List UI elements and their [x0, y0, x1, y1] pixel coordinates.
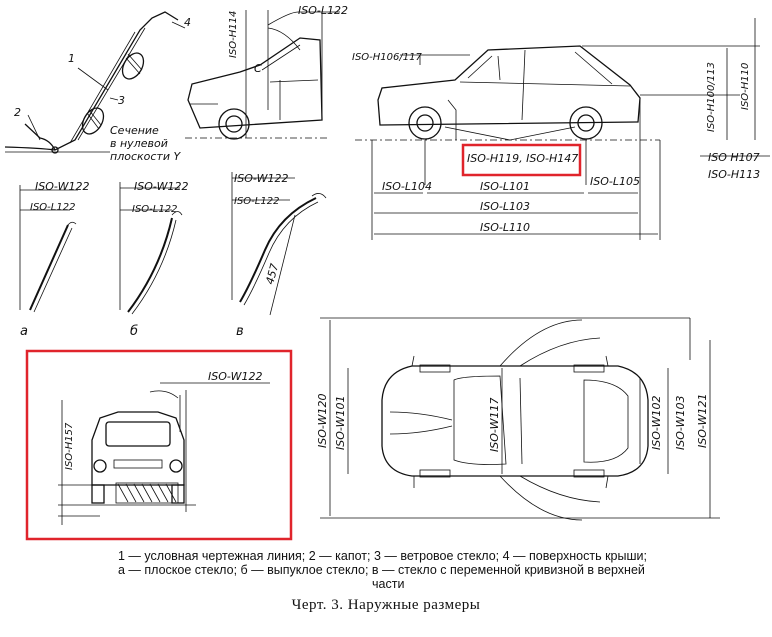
section-view: 1 2 3 4 Сечение в нулевой плоскости Y — [4, 11, 191, 163]
top-w101-label: ISO-W101 — [334, 395, 347, 450]
front-h157-label: ISO-H157 — [64, 422, 75, 470]
glass-a-letter: а — [20, 324, 28, 339]
top-w103-label: ISO-W103 — [674, 395, 687, 450]
side-l105-label: ISO-L105 — [590, 175, 640, 188]
section-label-3: 3 — [118, 94, 125, 107]
side-view: ISO-H106/117 ISO-H100/113 ISO-H110 ISO H… — [352, 18, 770, 240]
section-label-4: 4 — [184, 16, 191, 29]
highlight-h119-h147 — [461, 143, 582, 177]
glass-view-v: ISO-W122 ISO-L122 457 в — [231, 172, 327, 339]
side-l103-label: ISO-L103 — [480, 200, 530, 213]
hood-point-c-label: C — [254, 62, 262, 75]
legend-line-2: а — плоское стекло; б — выпуклое стекло;… — [118, 563, 645, 577]
side-l101-label: ISO-L101 — [480, 180, 530, 193]
glass-v-w122-label: ISO-W122 — [234, 172, 289, 185]
glass-a-l122-label: ISO-L122 — [30, 202, 75, 213]
section-caption-line-3: плоскости Y — [110, 150, 181, 163]
side-l104-label: ISO-L104 — [382, 180, 432, 193]
top-w120-label: ISO-W120 — [316, 393, 329, 448]
glass-b-letter: б — [130, 324, 138, 339]
front-w122-label: ISO-W122 — [208, 370, 263, 383]
top-w117-label: ISO-W117 — [488, 397, 501, 452]
side-h110-label: ISO-H110 — [740, 63, 751, 110]
glass-view-a: ISO-W122 ISO-L122 а — [19, 180, 90, 339]
glass-v-letter: в — [236, 324, 244, 339]
glass-b-l122-label: ISO-L122 — [132, 204, 177, 215]
figure-title: Черт. 3. Наружные размеры — [291, 597, 481, 613]
side-h119-h147-label: ISO-H119, ISO-H147 — [467, 152, 578, 165]
side-h100-113-label: ISO-H100/113 — [706, 62, 717, 132]
front-view: ISO-H157 ISO-W122 — [25, 349, 293, 541]
section-caption-line-2: в нулевой — [110, 137, 168, 150]
hood-l122-label: ISO-L122 — [298, 4, 348, 17]
legend-line-3: части — [372, 577, 405, 591]
hood-h114-label: ISO-H114 — [228, 11, 239, 58]
hood-view: ISO-H114 ISO-L122 C — [185, 4, 348, 140]
glass-view-b: ISO-W122 ISO-L122 б — [119, 180, 189, 339]
section-label-2: 2 — [14, 106, 21, 119]
side-h113-label: ISO-H113 — [708, 168, 760, 181]
side-h106-117-label: ISO-H106/117 — [352, 52, 422, 63]
top-w102-label: ISO-W102 — [650, 395, 663, 450]
glass-b-w122-label: ISO-W122 — [134, 180, 189, 193]
glass-v-457-label: 457 — [263, 262, 281, 286]
side-l110-label: ISO-L110 — [480, 221, 530, 234]
section-label-1: 1 — [68, 52, 75, 65]
section-caption-line-1: Сечение — [110, 124, 159, 137]
top-view: ISO-W120 ISO-W101 ISO-W117 ISO-W102 ISO-… — [316, 317, 720, 521]
legend-line-1: 1 — условная чертежная линия; 2 — капот;… — [118, 549, 647, 563]
glass-v-l122-label: ISO-L122 — [234, 196, 279, 207]
side-h107-label: ISO H107 — [708, 151, 760, 164]
top-w121-label: ISO-W121 — [696, 393, 709, 448]
glass-a-w122-label: ISO-W122 — [35, 180, 90, 193]
highlight-front-view — [25, 349, 293, 541]
